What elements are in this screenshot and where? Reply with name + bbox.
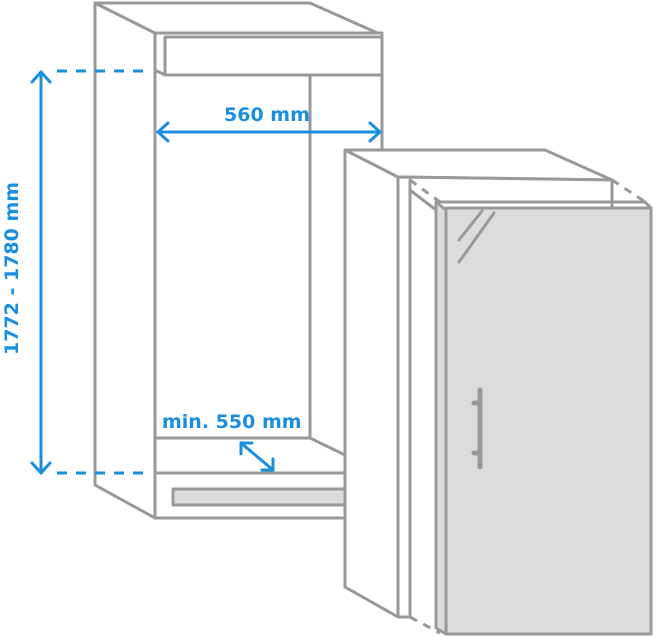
width-label: 560 mm	[224, 104, 310, 126]
depth-dimension: min. 550 mm	[162, 411, 302, 472]
width-dimension: 560 mm	[156, 104, 382, 143]
fridge-appliance	[343, 148, 653, 636]
depth-label: min. 550 mm	[162, 411, 302, 433]
cabinet-niche	[93, 1, 384, 520]
door-handle	[471, 387, 483, 470]
glare-line	[457, 211, 496, 264]
height-dimension: 1772 - 1780 mm	[1, 69, 150, 475]
height-label: 1772 - 1780 mm	[1, 182, 23, 355]
glare-line	[457, 209, 484, 242]
